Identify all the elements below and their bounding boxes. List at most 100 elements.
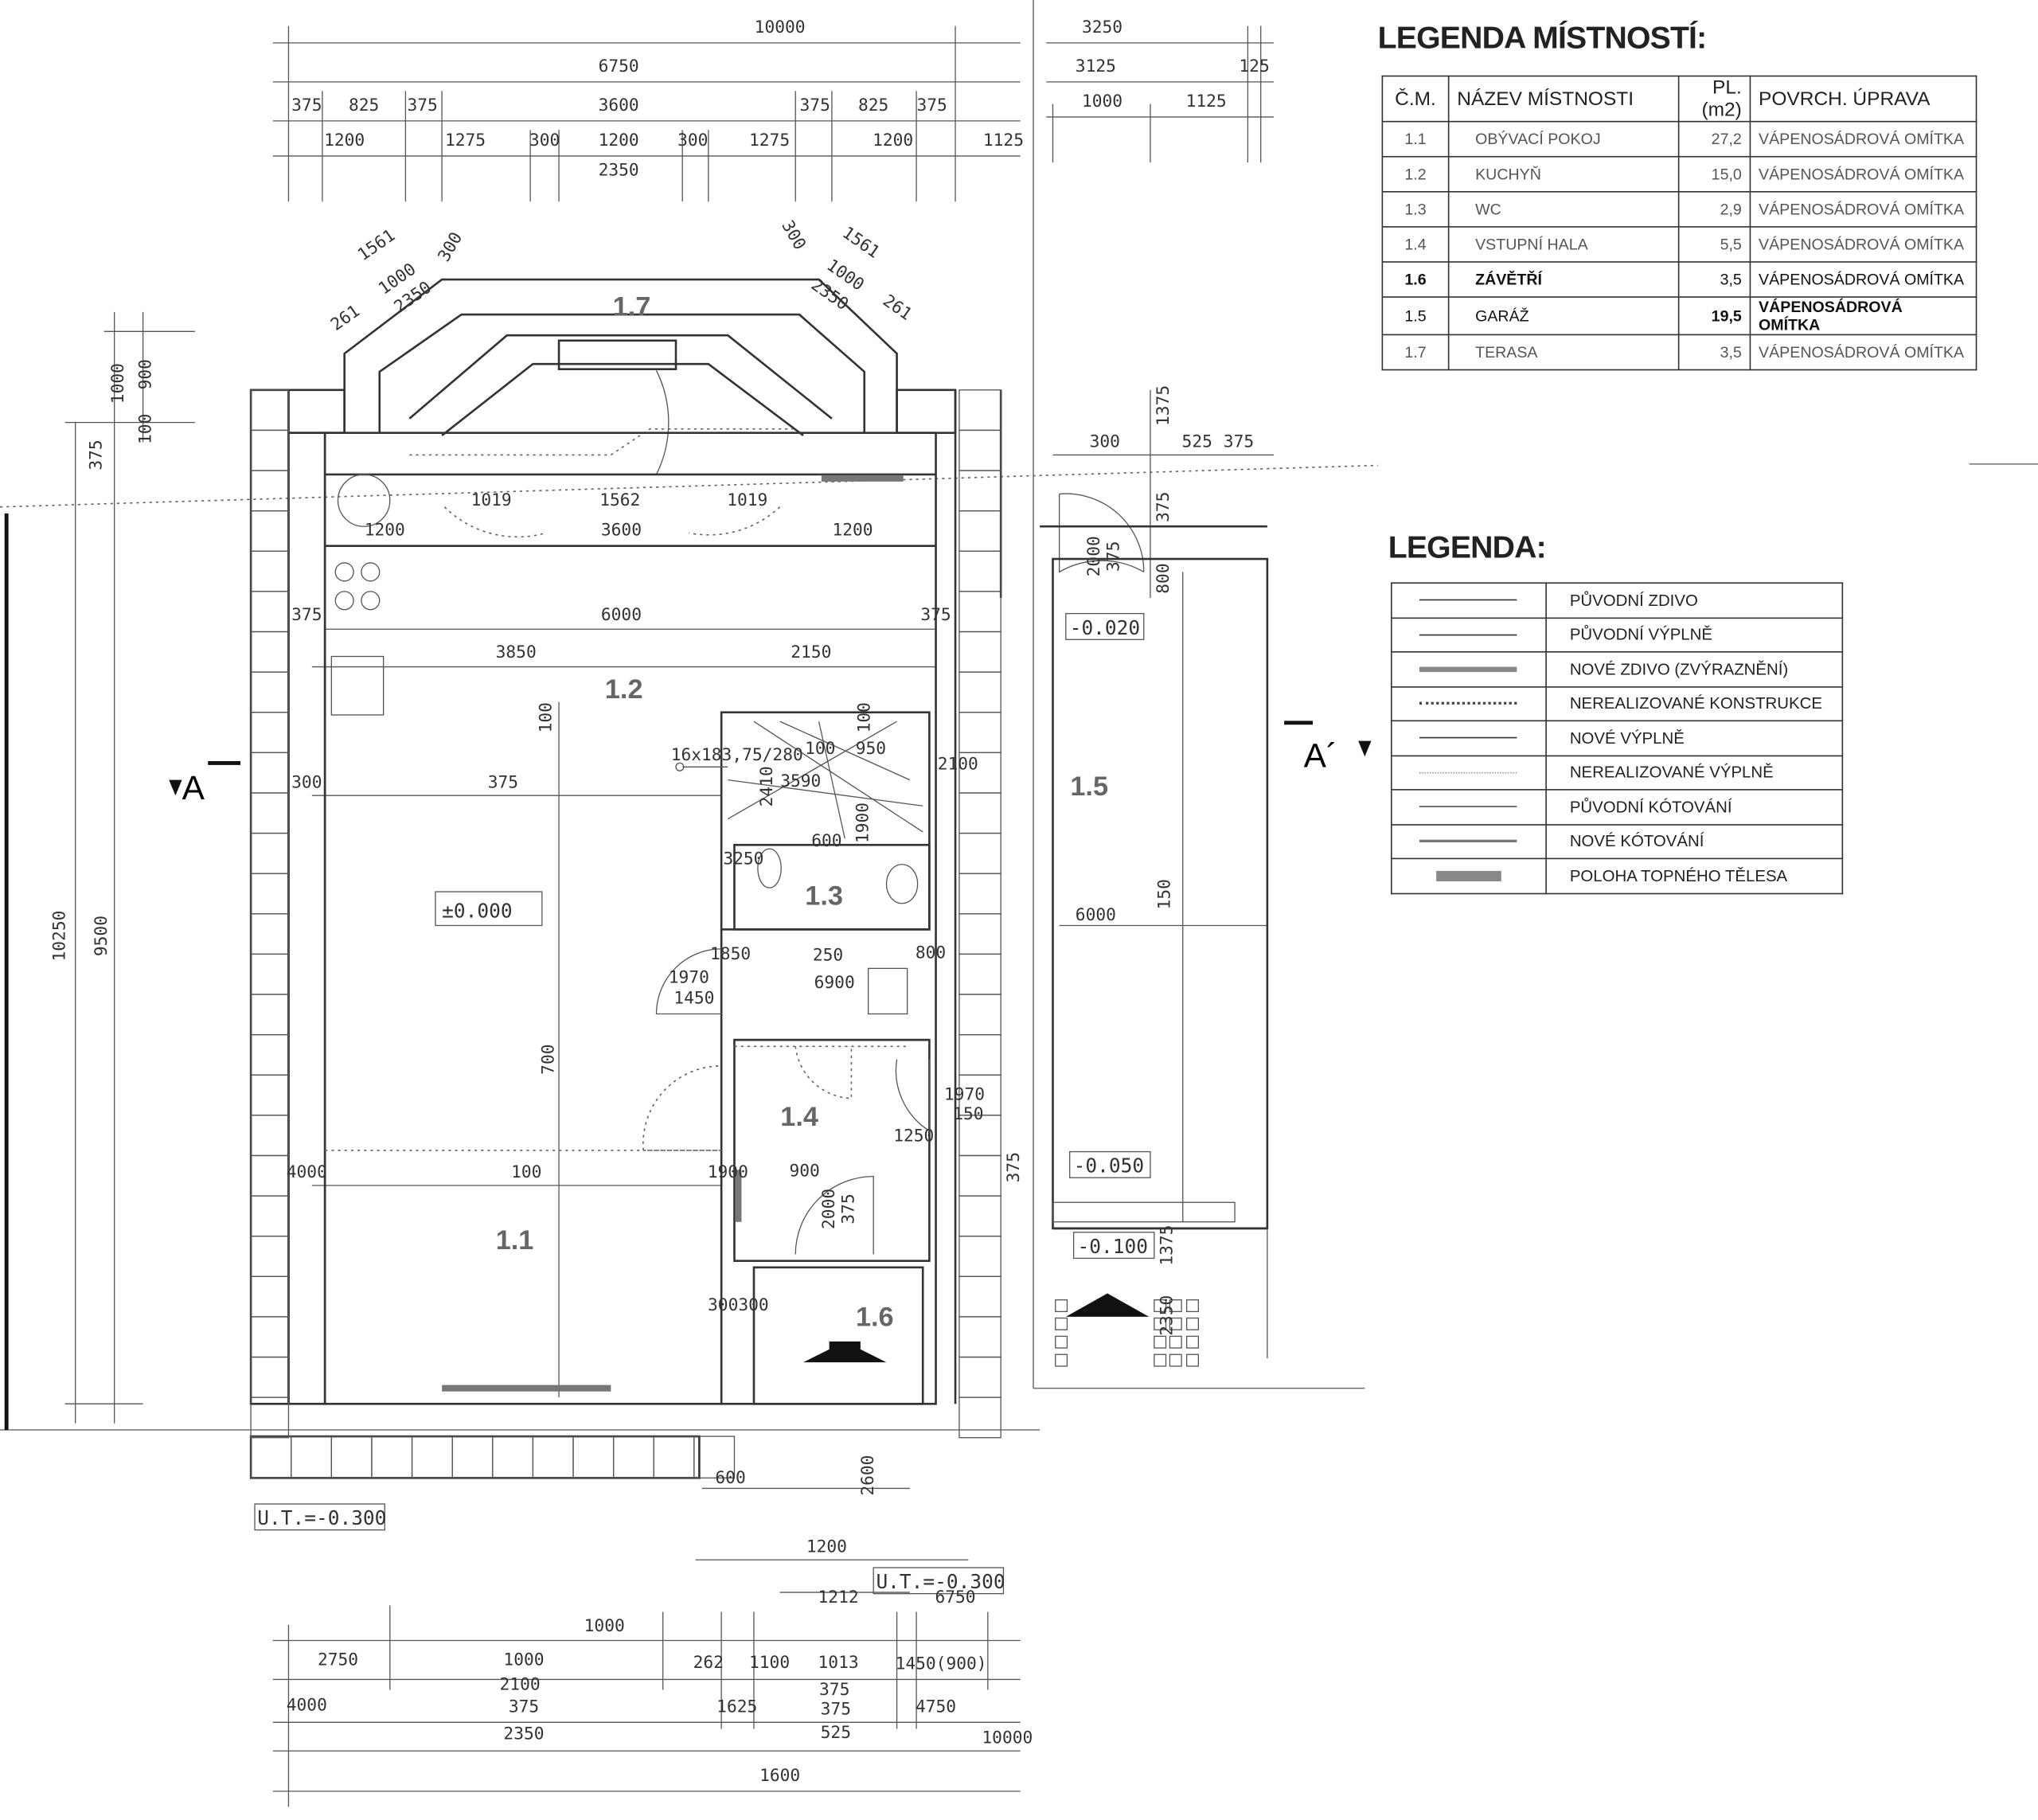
legend-label: NOVÉ KÓTOVÁNÍ (1544, 823, 1844, 860)
legend-label: PŮVODNÍ ZDIVO (1544, 582, 1844, 619)
legend-label: NEREALIZOVANÉ VÝPLNĚ (1544, 754, 1844, 791)
brick-block (250, 631, 290, 673)
table-cell: 1.2 (1381, 155, 1450, 193)
dimension-label: 1000 (1082, 92, 1122, 111)
dimension-label: 6750 (599, 57, 639, 76)
legend-label: PŮVODNÍ VÝPLNĚ (1544, 616, 1844, 653)
dimension-label: 375 (86, 439, 106, 470)
room-label-1-5: 1.5 (1070, 771, 1108, 802)
dimension-label: 525 (821, 1723, 851, 1743)
line-style-icon (1419, 634, 1517, 635)
dimension-label: 300 (677, 131, 708, 150)
staircase (675, 721, 923, 839)
dimension-label: 10000 (755, 18, 806, 37)
brick-block (1055, 1317, 1068, 1330)
table-cell: 1.6 (1381, 261, 1450, 298)
brick-block (1186, 1335, 1200, 1349)
dimension-label: 150 (1154, 879, 1174, 909)
dimension-label: 1000 (503, 1650, 544, 1670)
line-style-icon (1419, 806, 1517, 808)
table-cell: 27,2 (1677, 120, 1751, 158)
table-cell: VÁPENOSÁDROVÁ OMÍTKA (1749, 191, 1977, 228)
legend-symbol-cell (1390, 754, 1547, 791)
dimension-label: 1850 (710, 944, 751, 964)
brick-block (250, 913, 290, 955)
dimension-label: 16x183,75/280 (671, 745, 803, 765)
legend-title: LEGENDA: (1388, 530, 1547, 566)
legend-symbol-cell (1390, 616, 1547, 653)
level-label: ±0.000 (442, 900, 512, 923)
level-markers: ±0.000 -0.020 -0.050 -0.100 U.T.=-0.300 … (254, 612, 1155, 1595)
dimension-label: 6000 (1076, 905, 1116, 925)
dimension-label: 900 (789, 1162, 819, 1181)
brick-block (1055, 1353, 1068, 1367)
dimension-label: 1625 (716, 1697, 757, 1717)
brick-block (250, 832, 290, 874)
brick-block (371, 1435, 413, 1479)
table-cell: KUCHYŇ (1447, 155, 1680, 193)
dimension-label: 2350 (503, 1724, 544, 1744)
brick-block (532, 1435, 574, 1479)
brick-block (1186, 1299, 1200, 1313)
dimension-label: 3590 (780, 771, 821, 791)
header-cell: POVRCH. ÚPRAVA (1749, 75, 1977, 123)
brick-block (250, 510, 290, 552)
table-cell: WC (1447, 191, 1680, 228)
brick-block (492, 1435, 534, 1479)
brick-block (1154, 1353, 1167, 1367)
brick-block (653, 1435, 695, 1479)
dimension-label: 6900 (814, 973, 855, 993)
brick-block (1055, 1299, 1068, 1313)
dimension-label: 100 (854, 702, 874, 732)
table-cell: 19,5 (1677, 296, 1751, 336)
dimension-label: 1970 (944, 1084, 985, 1104)
legend-label: NOVÉ ZDIVO (ZVÝRAZNĚNÍ) (1544, 650, 1844, 687)
brick-block (1169, 1353, 1182, 1367)
dimension-label: 1561 (838, 223, 883, 263)
section-marker-a-prime: A´ (1284, 721, 1372, 774)
brick-block (693, 1435, 736, 1479)
dimension-label: 375 (1004, 1152, 1024, 1182)
dimension-label: 2100 (500, 1675, 541, 1695)
brick-block (250, 1033, 290, 1076)
dimension-label: 4000 (287, 1162, 327, 1182)
brick-block (958, 994, 1001, 1036)
brick-block (250, 671, 290, 713)
dimension-label: 3850 (496, 642, 537, 662)
brick-block (250, 1275, 290, 1318)
table-header-row: Č.M. NÁZEV MÍSTNOSTI PL.(m2) POVRCH. ÚPR… (1381, 75, 1977, 123)
table-cell: VÁPENOSÁDROVÁ OMÍTKA (1749, 334, 1977, 371)
dimension-label: 125 (1239, 57, 1269, 76)
table-cell: VÁPENOSÁDROVÁ OMÍTKA (1749, 155, 1977, 193)
dimension-label: 1375 (1158, 1225, 1177, 1266)
table-cell: 1.1 (1381, 120, 1450, 158)
dimension-label: 100 (511, 1162, 541, 1182)
dimension-label: 600 (715, 1468, 745, 1488)
dimension-label: 100 (536, 702, 556, 732)
dimension-label: 261 (879, 291, 916, 324)
brick-block (958, 671, 1001, 713)
dimension-label: 1100 (749, 1653, 790, 1673)
table-cell: OBÝVACÍ POKOJ (1447, 120, 1680, 158)
header-cell: PL.(m2) (1677, 75, 1751, 123)
table-cell: 2,9 (1677, 191, 1751, 228)
dimension-label: 250 (813, 946, 843, 966)
dimension-label: 375 (509, 1697, 539, 1717)
room-legend-title: LEGENDA MÍSTNOSTÍ: (1377, 21, 1708, 57)
dimension-label: 1970 (669, 967, 709, 987)
brick-block (1186, 1317, 1200, 1330)
dimension-label: 825 (858, 96, 888, 115)
dimension-label: 375 (1154, 492, 1173, 522)
table-cell: VÁPENOSÁDROVÁ OMÍTKA (1749, 120, 1977, 158)
brick-block (1055, 1335, 1068, 1349)
dimension-label: 9500 (92, 916, 111, 956)
dimension-label: 1200 (832, 521, 873, 541)
brick-block (1154, 1335, 1167, 1349)
dimension-label: 10000 (982, 1728, 1033, 1748)
brick-block (958, 1195, 1001, 1237)
